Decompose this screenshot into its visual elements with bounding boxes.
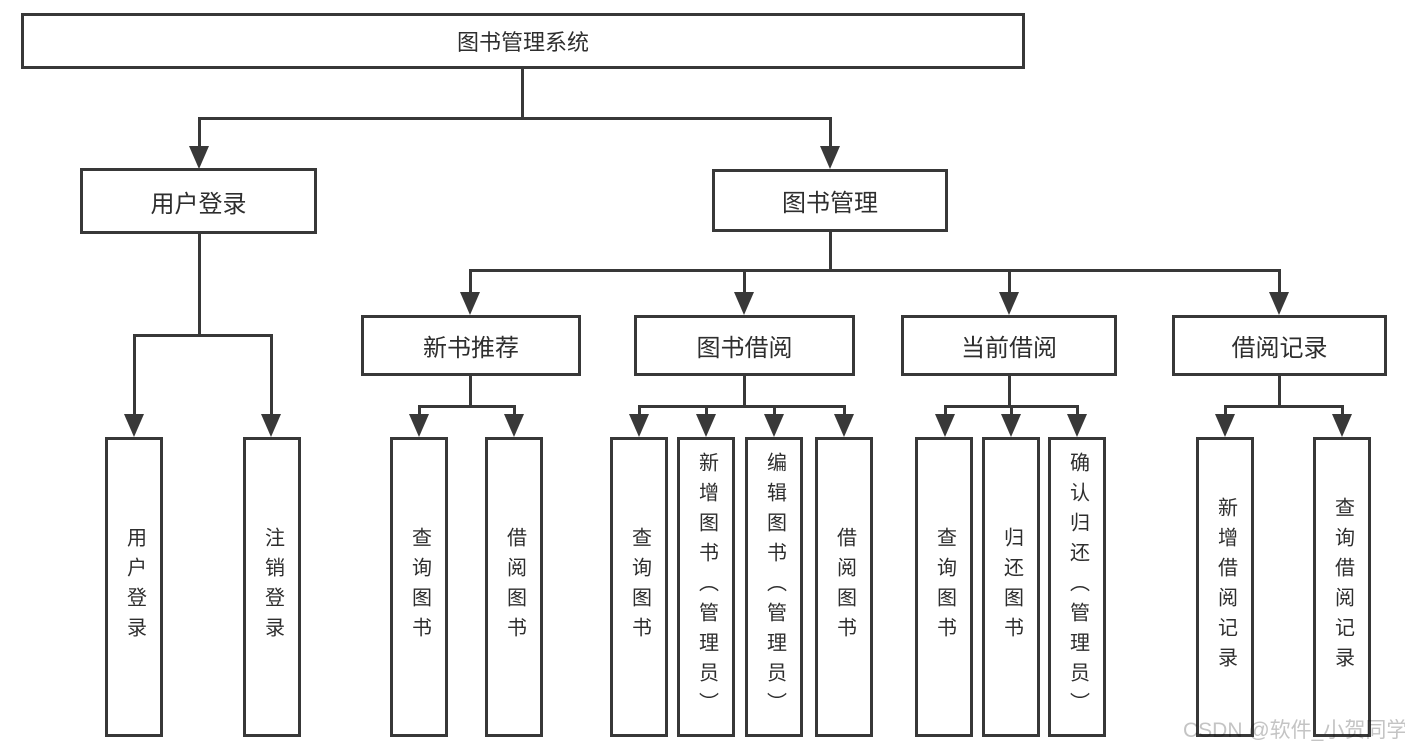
arrow-down-icon (834, 414, 854, 437)
connector-borrow-drop-3 (773, 405, 776, 416)
node-label: 确认归还（管理员） (1066, 452, 1089, 722)
node-current-borrowing: 当前借阅 (901, 315, 1117, 376)
connector-current-drop-2 (1010, 405, 1013, 416)
arrow-down-icon (189, 146, 209, 169)
connector-recommend-drop-1 (418, 405, 421, 416)
node-label: 注销登录 (261, 527, 284, 647)
node-label: 借阅图书 (503, 527, 526, 647)
connector-borrow-drop-1 (638, 405, 641, 416)
connector-current-drop-1 (944, 405, 947, 416)
node-query-books-borrow: 查询图书 (610, 437, 668, 737)
csdn-watermark: CSDN @软件_小贺同学 (1183, 719, 1405, 742)
arrow-down-icon (1001, 414, 1021, 437)
arrow-down-icon (124, 414, 144, 437)
arrow-down-icon (409, 414, 429, 437)
node-query-books-recommend: 查询图书 (390, 437, 448, 737)
connector-level2-drop-4 (1278, 269, 1281, 295)
arrow-down-icon (999, 292, 1019, 315)
node-label: 用户登录 (150, 190, 247, 218)
node-label: 查询借阅记录 (1331, 497, 1354, 677)
arrow-down-icon (629, 414, 649, 437)
connector-recommend-hline (418, 405, 516, 408)
arrow-down-icon (261, 414, 281, 437)
node-edit-book-admin: 编辑图书（管理员） (745, 437, 803, 737)
connector-level2-drop-3 (1008, 269, 1011, 295)
connector-borrow-drop-2 (705, 405, 708, 416)
node-add-borrow-record: 新增借阅记录 (1196, 437, 1254, 737)
node-logout: 注销登录 (243, 437, 301, 737)
node-label: 图书管理 (782, 190, 878, 217)
connector-records-drop-1 (1224, 405, 1227, 416)
node-borrow-books-leaf: 借阅图书 (815, 437, 873, 737)
connector-level2-drop-2 (743, 269, 746, 295)
node-borrowing-records: 借阅记录 (1172, 315, 1387, 376)
node-add-book-admin: 新增图书（管理员） (677, 437, 735, 737)
connector-mgmt-stem (829, 231, 832, 272)
arrow-down-icon (504, 414, 524, 437)
node-query-borrow-record: 查询借阅记录 (1313, 437, 1371, 737)
node-label: 借阅图书 (833, 527, 856, 647)
connector-root-stem (521, 68, 524, 119)
arrow-down-icon (460, 292, 480, 315)
connector-borrow-hline (638, 405, 845, 408)
connector-recommend-drop-2 (513, 405, 516, 416)
connector-user-login-drop (198, 117, 201, 147)
connector-current-stem (1008, 374, 1011, 407)
arrow-down-icon (1067, 414, 1087, 437)
connector-book-mgmt-drop (829, 117, 832, 147)
connector-borrow-drop-4 (843, 405, 846, 416)
connector-current-drop-3 (1076, 405, 1079, 416)
connector-login-drop-2 (270, 334, 273, 416)
node-label: 图书管理系统 (456, 30, 589, 55)
connector-records-stem (1278, 374, 1281, 407)
node-book-management: 图书管理 (712, 169, 948, 232)
connector-level2-hline (469, 269, 1281, 272)
node-library-management-system: 图书管理系统 (21, 13, 1025, 69)
arrow-down-icon (1215, 414, 1235, 437)
node-label: 编辑图书（管理员） (763, 452, 786, 722)
node-label: 归还图书 (1000, 527, 1023, 647)
arrow-down-icon (734, 292, 754, 315)
node-label: 查询图书 (408, 527, 431, 647)
node-label: 查询图书 (933, 527, 956, 647)
node-query-books-current: 查询图书 (915, 437, 973, 737)
node-book-borrowing: 图书借阅 (634, 315, 855, 376)
node-return-books: 归还图书 (982, 437, 1040, 737)
node-label: 借阅记录 (1231, 335, 1328, 362)
connector-level1-hline (198, 117, 832, 120)
arrow-down-icon (935, 414, 955, 437)
arrow-down-icon (696, 414, 716, 437)
connector-records-drop-2 (1341, 405, 1344, 416)
node-user-login: 用户登录 (80, 168, 317, 234)
connector-level2-drop-1 (469, 269, 472, 295)
node-label: 用户登录 (123, 527, 146, 647)
connector-records-hline (1224, 405, 1343, 408)
connector-login-stem (198, 233, 201, 337)
node-label: 查询图书 (628, 527, 651, 647)
node-label: 新书推荐 (423, 335, 519, 362)
arrow-down-icon (764, 414, 784, 437)
connector-recommend-stem (469, 374, 472, 407)
node-confirm-return-admin: 确认归还（管理员） (1048, 437, 1106, 737)
node-label: 新增借阅记录 (1214, 497, 1237, 677)
node-label: 新增图书（管理员） (695, 452, 718, 722)
connector-login-drop-1 (133, 334, 136, 416)
node-borrow-books-recommend: 借阅图书 (485, 437, 543, 737)
node-new-book-recommendation: 新书推荐 (361, 315, 581, 376)
arrow-down-icon (1332, 414, 1352, 437)
arrow-down-icon (820, 146, 840, 169)
arrow-down-icon (1269, 292, 1289, 315)
node-label: 当前借阅 (961, 335, 1057, 362)
connector-borrow-stem (743, 374, 746, 407)
node-label: 图书借阅 (696, 335, 793, 362)
connector-login-hline (133, 334, 273, 337)
node-user-login-leaf: 用户登录 (105, 437, 163, 737)
